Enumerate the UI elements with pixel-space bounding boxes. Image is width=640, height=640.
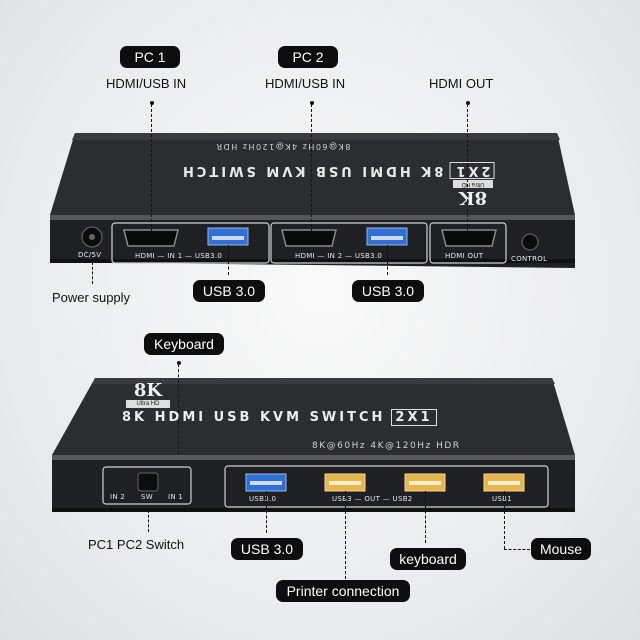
top-logo: 8K Ultra HD	[453, 180, 493, 208]
bottom-title-text: 8K HDMI USB KVM SWITCH	[122, 410, 386, 425]
top-title-badge: 2X1	[449, 162, 495, 179]
top-ports	[81, 222, 539, 264]
top-out-label: HDMI OUT	[445, 252, 484, 260]
usb-a-line	[228, 245, 229, 275]
bottom-out-label: USB3 — OUT — USB2	[332, 495, 413, 503]
bottom-ports	[102, 465, 549, 508]
top-dc-label: DC/5V	[78, 251, 102, 259]
top-control-label: CONTROL	[511, 255, 548, 263]
printer-line	[345, 491, 346, 579]
mouse-line-v	[504, 491, 505, 549]
pc2-line	[311, 104, 312, 232]
switch-label: PC1 PC2 Switch	[88, 537, 185, 552]
keyboard-top-line	[178, 364, 179, 454]
usb30-label: USB 3.0	[231, 538, 303, 560]
mouse-label: Mouse	[531, 538, 591, 560]
bottom-logo-main: 8K	[133, 380, 163, 401]
switch-line	[148, 510, 149, 532]
hdmi-out-dot	[466, 101, 470, 105]
bottom-in1-label: IN 1	[168, 493, 184, 501]
keyboard-top-label: Keyboard	[144, 333, 224, 355]
mouse-line-h	[504, 549, 530, 550]
bottom-logo-sub: Ultra HD	[126, 400, 170, 408]
bottom-in2-label: IN 2	[110, 493, 126, 501]
pc1-label: PC 1	[120, 46, 180, 68]
power-supply-label: Power supply	[52, 290, 131, 305]
usb-a-label: USB 3.0	[193, 280, 265, 302]
top-in2-label: HDMI — IN 2 — USB3.0	[295, 252, 383, 260]
pc2-label: PC 2	[278, 46, 338, 68]
keyboard-label: keyboard	[390, 548, 466, 570]
bottom-logo: 8K Ultra HD	[126, 382, 170, 408]
bottom-usb1-label: USB1	[492, 495, 513, 503]
hdmi-out-line	[467, 104, 468, 232]
pc1-dot	[150, 101, 154, 105]
usb-b-line	[387, 245, 388, 275]
bottom-sw-label: SW	[141, 493, 153, 501]
keyboard-line	[425, 491, 426, 543]
top-spec: 8K@60Hz 4K@120Hz HDR	[215, 142, 351, 151]
usb30-line	[266, 491, 267, 533]
top-in1-label: HDMI — IN 1 — USB3.0	[135, 252, 223, 260]
printer-label: Printer connection	[276, 580, 410, 602]
keyboard-top-dot	[177, 361, 181, 365]
top-logo-main: 8K	[458, 187, 488, 208]
bottom-spec: 8K@60Hz 4K@120Hz HDR	[312, 441, 461, 451]
pc1-line	[151, 104, 152, 232]
bottom-title: 8K HDMI USB KVM SWITCH 2X1	[122, 409, 437, 426]
top-device-body	[50, 133, 575, 268]
power-line	[92, 262, 93, 284]
bottom-title-badge: 2X1	[391, 409, 437, 426]
top-title: 2X18K HDMI USB KVM SWITCH	[180, 162, 495, 179]
hdmi-out-label: HDMI OUT	[429, 76, 494, 91]
pc2-dot	[310, 101, 314, 105]
usb-b-label: USB 3.0	[352, 280, 424, 302]
bottom-usb30-label: USB3.0	[249, 495, 277, 503]
bottom-device-body	[52, 378, 575, 512]
pc2-sub-label: HDMI/USB IN	[265, 76, 346, 91]
pc1-sub-label: HDMI/USB IN	[106, 76, 187, 91]
